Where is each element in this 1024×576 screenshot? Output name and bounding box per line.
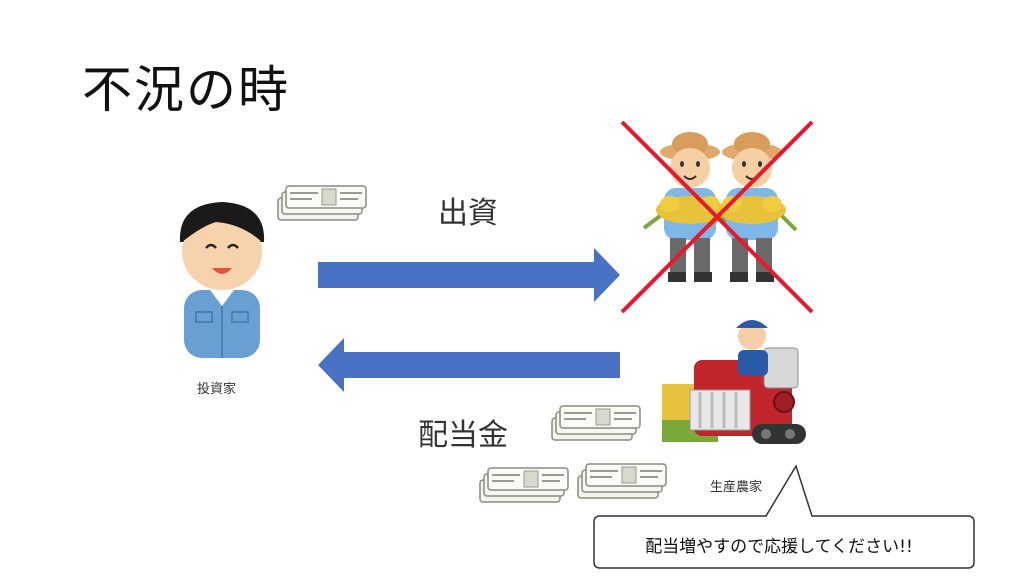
cash-stack-icon bbox=[551, 405, 641, 441]
investor-person-icon bbox=[179, 202, 265, 358]
dividend-label: 配当金 bbox=[418, 418, 508, 453]
farmer-label: 生産農家 bbox=[710, 480, 763, 495]
cross-icon bbox=[620, 120, 814, 314]
investor-label: 投資家 bbox=[197, 382, 237, 397]
invest-label: 出資 bbox=[438, 196, 498, 231]
dividend-arrow bbox=[318, 338, 620, 392]
farmers-icon bbox=[642, 130, 798, 284]
cash-stack-icon bbox=[577, 463, 667, 499]
harvester-icon bbox=[662, 320, 806, 444]
invest-arrow bbox=[318, 248, 620, 302]
speech-bubble-text: 配当増やすので応援してください!! bbox=[645, 537, 913, 557]
cash-stack-icon bbox=[277, 185, 367, 221]
page-title: 不況の時 bbox=[82, 61, 290, 119]
cash-stack-icon bbox=[479, 467, 569, 503]
speech-bubble bbox=[593, 464, 975, 569]
